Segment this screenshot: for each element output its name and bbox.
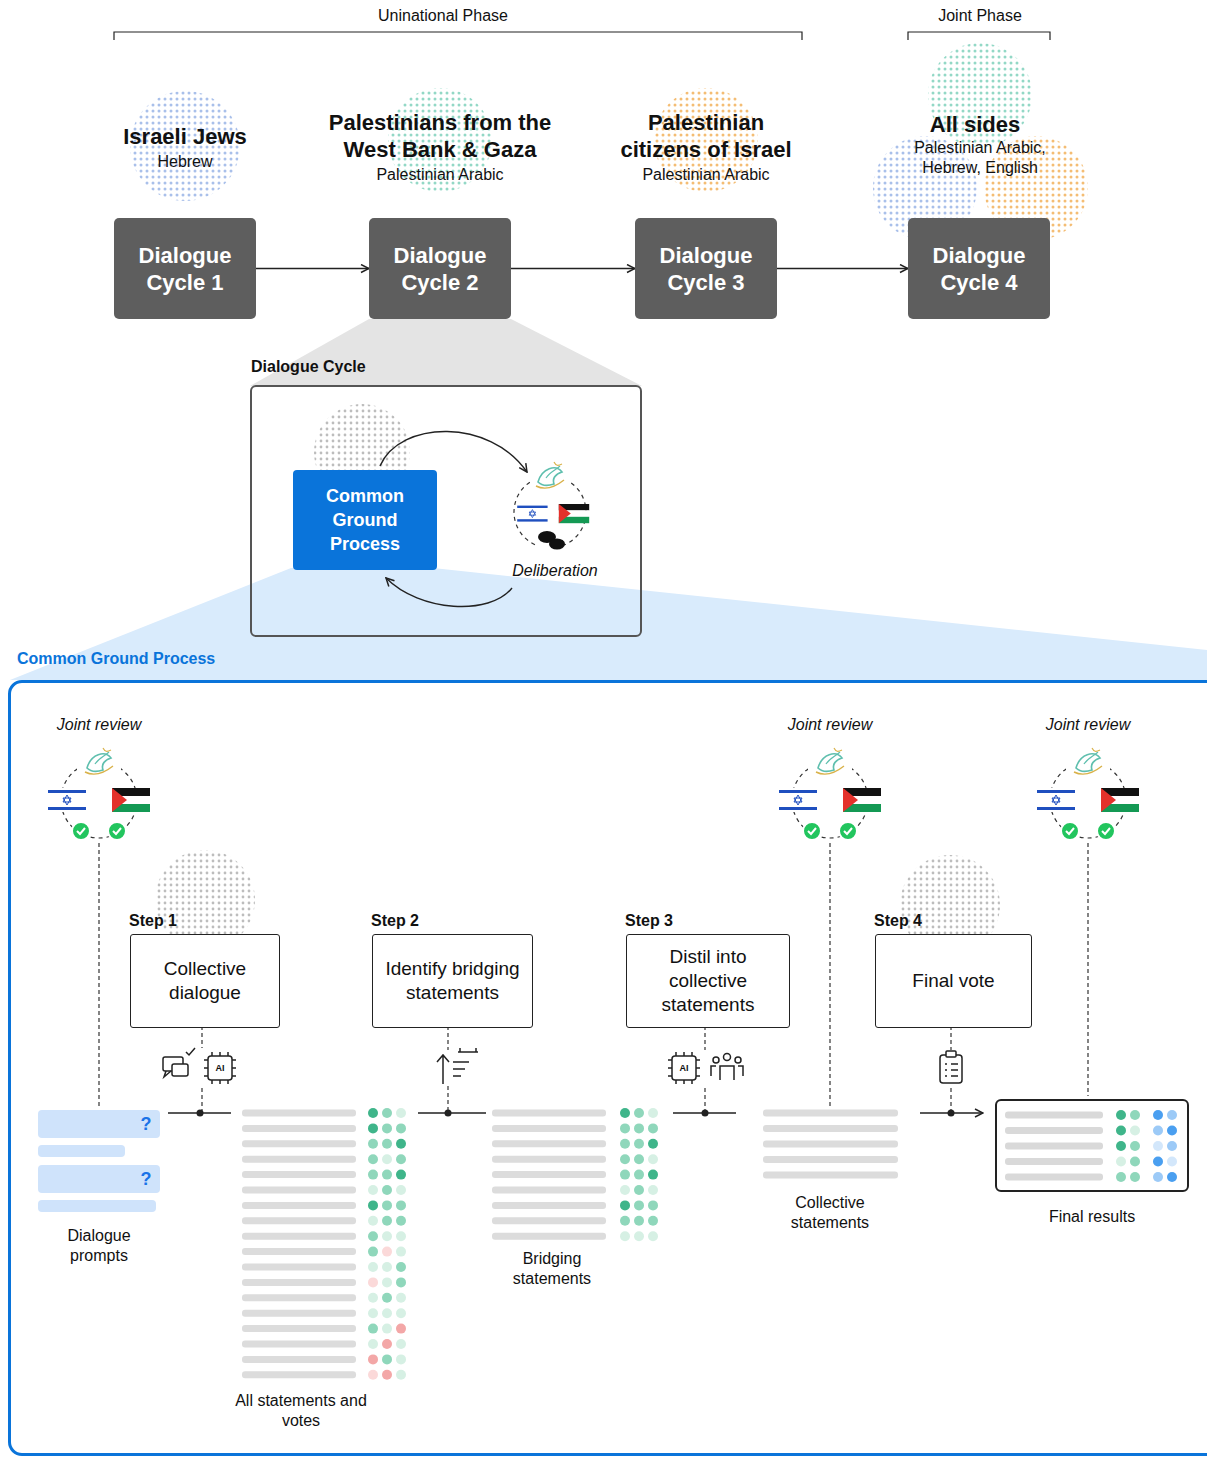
label: Palestinians from the West Bank & Gaza	[321, 109, 559, 163]
label: All statements and votes	[235, 1391, 367, 1431]
node-heading: Step 3	[625, 909, 673, 933]
label: Collective statements	[774, 1193, 886, 1233]
node-heading: Step 4	[874, 909, 922, 933]
flow-arrow	[511, 268, 635, 269]
flow-arrow	[777, 268, 908, 269]
label: Hebrew	[85, 152, 285, 172]
label: Palestinian Arabic	[606, 165, 806, 185]
node-label: Dialogue Cycle 1	[122, 242, 248, 296]
node-heading: Step 2	[371, 909, 419, 933]
cycle-frame: Dialogue CycleCommon Ground Process	[250, 385, 642, 637]
process-box: Common Ground Process	[293, 470, 437, 570]
node-label: Final vote	[912, 969, 994, 993]
label: AI	[672, 1063, 696, 1073]
process-panel: Common Ground ProcessStep 1Collective di…	[8, 680, 1207, 1456]
step-box: Step 4Final vote	[875, 934, 1032, 1028]
step-box: Step 1Collective dialogue	[130, 934, 280, 1028]
label: ?	[136, 1169, 156, 1189]
label: Joint review	[760, 715, 900, 735]
cycle-box: Dialogue Cycle 4	[908, 218, 1050, 319]
node-label: Distil into collective statements	[633, 945, 783, 1017]
results-box: Final results	[995, 1099, 1189, 1192]
label: Palestinian Arabic	[340, 165, 540, 185]
node-label: Dialogue Cycle 3	[643, 242, 769, 296]
node-label: Common Ground Process	[299, 484, 431, 556]
flow-arrow	[256, 268, 369, 269]
label: Joint review	[1018, 715, 1158, 735]
label: Palestinian Arabic, Hebrew, English	[898, 138, 1062, 178]
node-label: Identify bridging statements	[379, 957, 526, 1005]
results-table	[995, 1099, 1189, 1192]
label: Joint Phase	[880, 6, 1080, 26]
label: Uninational Phase	[293, 6, 593, 26]
label: Dialogue prompts	[53, 1226, 145, 1266]
label: AI	[208, 1063, 232, 1073]
cycle-box: Dialogue Cycle 1	[114, 218, 256, 319]
node-heading: Step 1	[129, 909, 177, 933]
step-box: Step 2Identify bridging statements	[372, 934, 533, 1028]
label: Palestinian citizens of Israel	[606, 109, 806, 163]
step-box: Step 3Distil into collective statements	[626, 934, 790, 1028]
label: Israeli Jews	[85, 123, 285, 150]
label: Bridging statements	[496, 1249, 608, 1289]
label: Deliberation	[485, 561, 625, 581]
node-label: Dialogue Cycle 4	[916, 242, 1042, 296]
node-label: Collective dialogue	[137, 957, 273, 1005]
cycle-box: Dialogue Cycle 2	[369, 218, 511, 319]
label: Joint review	[29, 715, 169, 735]
node-heading: Common Ground Process	[17, 650, 215, 668]
label: All sides	[875, 111, 1075, 138]
label: ?	[136, 1114, 156, 1134]
node-label: Dialogue Cycle 2	[377, 242, 503, 296]
node-heading: Dialogue Cycle	[251, 358, 366, 376]
cycle-box: Dialogue Cycle 3	[635, 218, 777, 319]
node-heading: Final results	[997, 1208, 1187, 1226]
